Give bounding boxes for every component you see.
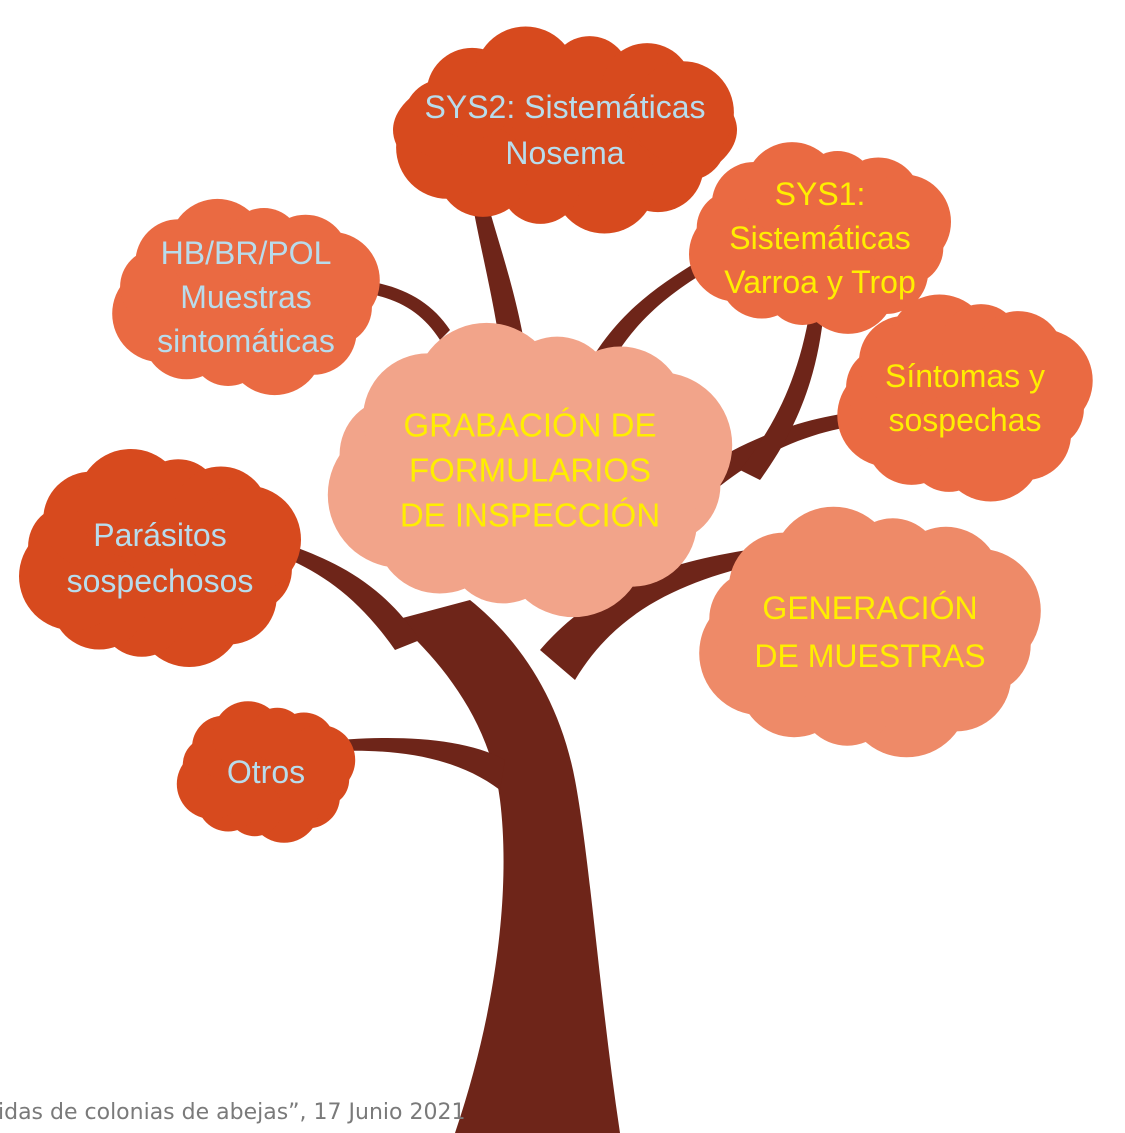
- cloud-sintomas-line: sospechas: [889, 402, 1042, 438]
- cloud-puff: [916, 548, 1041, 673]
- cloud-hb: [112, 198, 380, 396]
- cloud-sintomas: [837, 294, 1093, 502]
- cloud-sys1-line: SYS1:: [775, 176, 866, 212]
- cloud-otros: [176, 701, 356, 843]
- cloud-otros-line: Otros: [227, 754, 305, 790]
- cloud-puff: [474, 26, 577, 130]
- cloud-generacion-line: DE MUESTRAS: [754, 638, 985, 674]
- cloud-sys2-line: SYS2: Sistemáticas: [425, 89, 706, 125]
- cloud-parasitos-label: Parásitos sospechosos: [67, 517, 254, 599]
- cloud-otros-label: Otros: [227, 754, 305, 790]
- branch-sintomas: [700, 410, 872, 490]
- cloud-sys1-line: Sistemáticas: [729, 220, 910, 256]
- cloud-sys1: [689, 142, 951, 334]
- cloud-puff: [282, 231, 380, 329]
- cloud-sintomas-line: Síntomas y: [885, 358, 1045, 394]
- cloud-parasitos-line: sospechosos: [67, 563, 254, 599]
- cloud-sintomas-label: Síntomas y sospechas: [885, 358, 1045, 438]
- trunk-main: [395, 600, 620, 1133]
- cloud-puff: [193, 485, 301, 594]
- cloud-puff: [631, 61, 734, 164]
- branch-hb: [360, 280, 450, 340]
- cloud-center: [327, 322, 733, 618]
- cloud-layer: [19, 26, 1093, 843]
- footer-caption: idas de colonias de abejas”, 17 Junio 20…: [0, 1100, 466, 1125]
- cloud-sys1-line: Varroa y Trop: [724, 264, 915, 300]
- cloud-hb-line: HB/BR/POL: [161, 235, 332, 271]
- cloud-hb-label: HB/BR/POL Muestras sintomáticas: [157, 235, 335, 359]
- cloud-puff: [856, 174, 951, 270]
- cloud-parasitos: [19, 449, 301, 667]
- cloud-center-line: FORMULARIOS: [409, 452, 651, 489]
- branch-right-lower: [540, 548, 765, 680]
- cloud-center-label: GRABACIÓN DE FORMULARIOS DE INSPECCIÓN: [400, 407, 660, 534]
- cloud-generacion: [699, 506, 1041, 758]
- cloud-parasitos-line: Parásitos: [93, 517, 226, 553]
- cloud-sys2: [393, 26, 737, 234]
- branch-left: [286, 545, 420, 650]
- cloud-center-line: DE INSPECCIÓN: [400, 497, 660, 534]
- cloud-puff: [990, 329, 1093, 432]
- cloud-hb-line: sintomáticas: [157, 323, 335, 359]
- cloud-generacion-line: GENERACIÓN: [762, 590, 977, 626]
- cloud-hb-line: Muestras: [180, 279, 312, 315]
- branch-sys1-down: [740, 310, 824, 480]
- cloud-puff: [586, 372, 733, 518]
- cloud-center-line: GRABACIÓN DE: [403, 407, 656, 444]
- cloud-sys2-line: Nosema: [505, 135, 624, 171]
- branch-otros: [320, 737, 505, 790]
- cloud-puff: [553, 130, 656, 234]
- cloud-puff: [285, 724, 356, 796]
- cloud-generacion-label: GENERACIÓN DE MUESTRAS: [754, 590, 985, 674]
